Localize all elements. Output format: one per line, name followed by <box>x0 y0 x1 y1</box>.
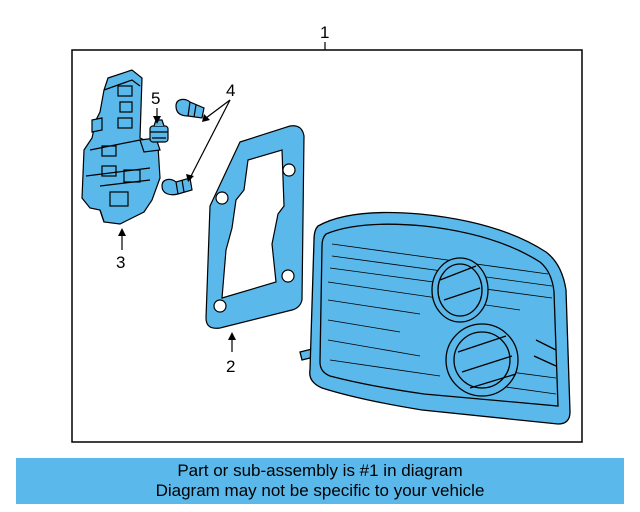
bulb-lower-part-4 <box>161 177 193 196</box>
callout-2: 2 <box>226 357 235 376</box>
arrowhead-2 <box>228 332 236 340</box>
arrowhead-3 <box>118 228 126 236</box>
tail-lamp-assembly <box>299 211 571 425</box>
arrowhead-4a <box>202 114 210 122</box>
bulb-upper-part-4 <box>175 98 205 119</box>
arrowhead-4b <box>186 174 194 182</box>
callout-1: 1 <box>320 23 329 42</box>
diagram-frame <box>71 49 583 443</box>
leader-4b <box>189 99 231 179</box>
info-banner: Part or sub-assembly is #1 in diagram Di… <box>16 458 624 504</box>
bulb-holder-part-3 <box>81 69 161 225</box>
arrowhead-5 <box>153 116 161 124</box>
socket-part-5 <box>149 119 169 143</box>
callout-3: 3 <box>116 253 125 272</box>
banner-line-1: Part or sub-assembly is #1 in diagram <box>177 461 463 480</box>
leader-4a <box>205 99 231 119</box>
banner-line-2: Diagram may not be specific to your vehi… <box>155 481 485 500</box>
gasket-part-2 <box>205 125 305 329</box>
callout-5: 5 <box>151 89 160 108</box>
callout-4: 4 <box>226 81 235 100</box>
